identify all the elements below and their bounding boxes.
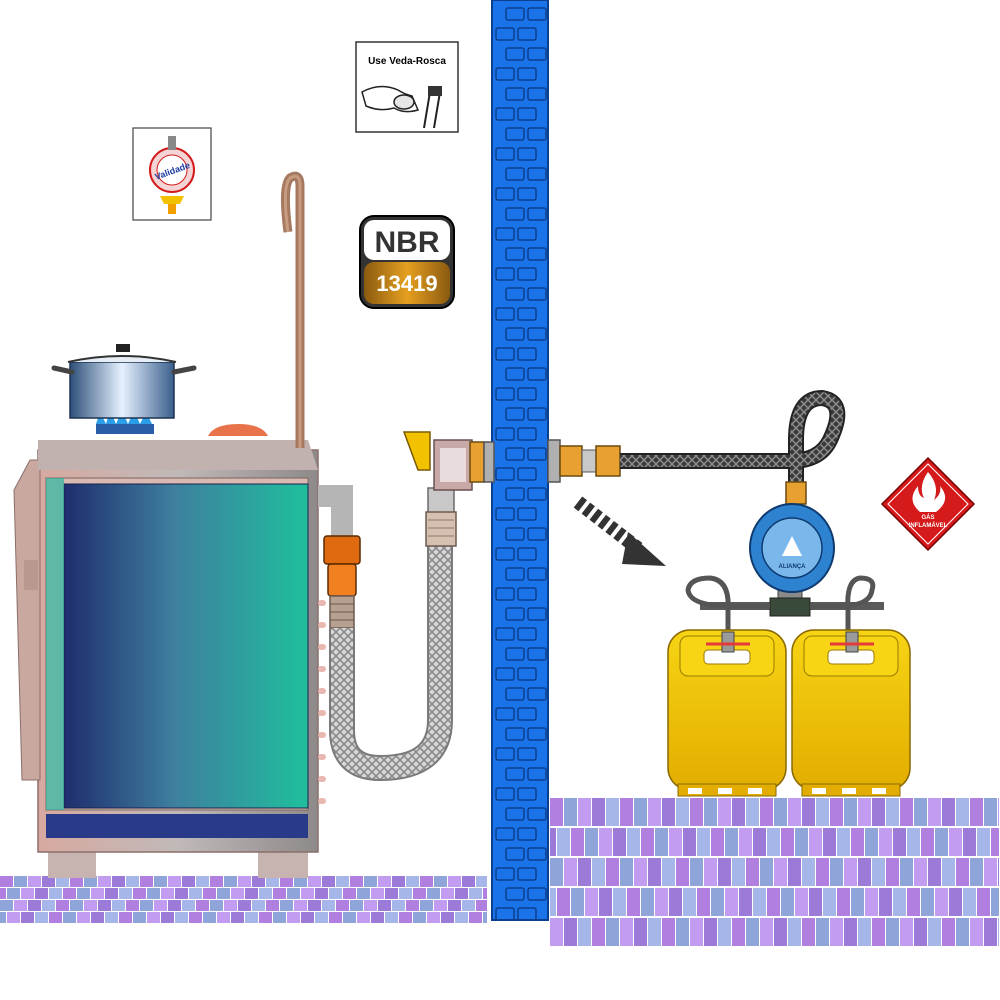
nbr-number: 13419 bbox=[376, 271, 437, 296]
veda-rosca-label: Use Veda-Rosca bbox=[368, 56, 446, 67]
hazard-label-line1: GÁS bbox=[921, 514, 934, 521]
arrow-icon bbox=[578, 502, 666, 566]
hazard-label-line2: INFLAMÁVEL bbox=[909, 522, 948, 529]
validade-sign: Validade bbox=[133, 128, 211, 220]
nbr-title: NBR bbox=[375, 226, 440, 259]
nbr-badge: NBR 13419 bbox=[360, 216, 454, 308]
floor-right bbox=[550, 798, 999, 946]
brick-wall bbox=[492, 0, 548, 920]
wall-valve bbox=[404, 432, 494, 546]
wall-pipe bbox=[548, 440, 620, 482]
floor-left bbox=[0, 876, 487, 923]
hazard-sign: GÁS INFLAMÁVEL bbox=[882, 458, 974, 550]
stove-gas-fitting bbox=[318, 496, 360, 628]
gas-cylinder bbox=[668, 630, 786, 796]
regulator-brand: ALIANÇA bbox=[779, 564, 807, 570]
braided-hose-regulator bbox=[620, 398, 837, 504]
stove bbox=[14, 176, 326, 878]
gas-cylinder bbox=[792, 630, 910, 796]
veda-rosca-sign: Use Veda-Rosca bbox=[356, 42, 458, 132]
pot-icon bbox=[54, 344, 194, 418]
